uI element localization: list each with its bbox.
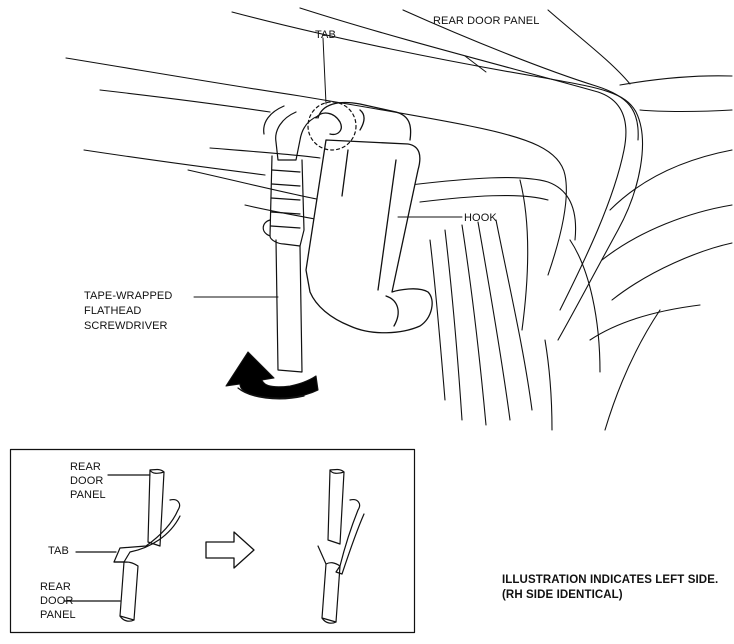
direction-arrow-icon	[205, 531, 255, 569]
label-screwdriver-3: SCREWDRIVER	[84, 320, 168, 332]
tab-highlight-circle	[307, 101, 357, 151]
inset-label-bottom-panel-3: PANEL	[40, 609, 76, 621]
inset-label-top-panel-3: PANEL	[70, 489, 106, 501]
door-panel-contours	[65, 7, 733, 431]
note-line-2: (RH SIDE IDENTICAL)	[502, 589, 623, 601]
screwdriver	[262, 105, 319, 373]
inset-after	[317, 468, 365, 624]
inset-label-top-panel-2: DOOR	[70, 475, 104, 487]
inset-label-tab: TAB	[48, 545, 69, 557]
inset-frame	[9, 448, 416, 634]
note-line-1: ILLUSTRATION INDICATES LEFT SIDE.	[502, 574, 719, 586]
hook-shape	[305, 101, 433, 334]
label-screwdriver-2: FLATHEAD	[84, 305, 142, 317]
inset-label-top-panel-1: REAR	[70, 461, 101, 473]
label-screwdriver-1: TAPE-WRAPPED	[84, 290, 173, 302]
main-leaders	[193, 37, 487, 298]
inset-label-bottom-panel-1: REAR	[40, 581, 71, 593]
inset-before	[63, 468, 181, 622]
label-tab: TAB	[315, 29, 336, 41]
inset-label-bottom-panel-2: DOOR	[40, 595, 74, 607]
label-rear-door-panel: REAR DOOR PANEL	[433, 15, 540, 27]
label-hook: HOOK	[464, 212, 497, 224]
rotation-arrow-icon	[225, 351, 319, 400]
